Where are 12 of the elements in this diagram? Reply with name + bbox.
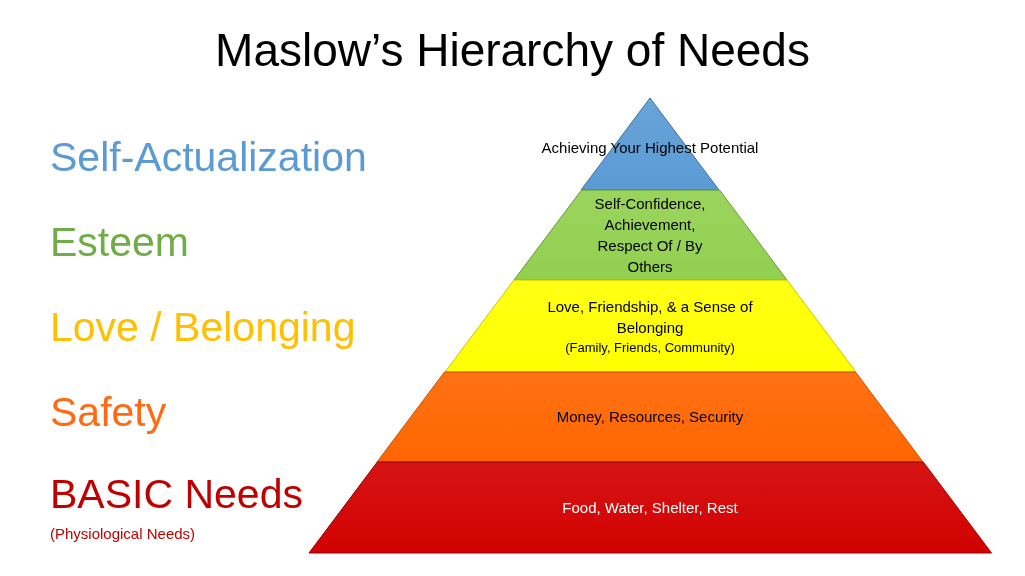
- tier-description: Money, Resources, Security: [556, 407, 744, 427]
- tier-examples: (Family, Friends, Community): [565, 338, 735, 357]
- tier-description: Love, Friendship, & a Sense of Belonging: [546, 296, 754, 338]
- tier-description: Food, Water, Shelter, Rest: [562, 497, 738, 518]
- level-name: BASIC Needs: [50, 474, 303, 516]
- level-name: Love / Belonging: [50, 307, 356, 349]
- level-subtitle: (Physiological Needs): [50, 525, 196, 541]
- level-name: Self-Actualization: [50, 137, 367, 179]
- level-name: Safety: [50, 392, 167, 434]
- tier-description: Self-Confidence, Achievement, Respect Of / By Others: [593, 194, 707, 277]
- level-name: Esteem: [50, 222, 189, 264]
- page-title: Maslow’s Hierarchy of Needs: [215, 23, 810, 78]
